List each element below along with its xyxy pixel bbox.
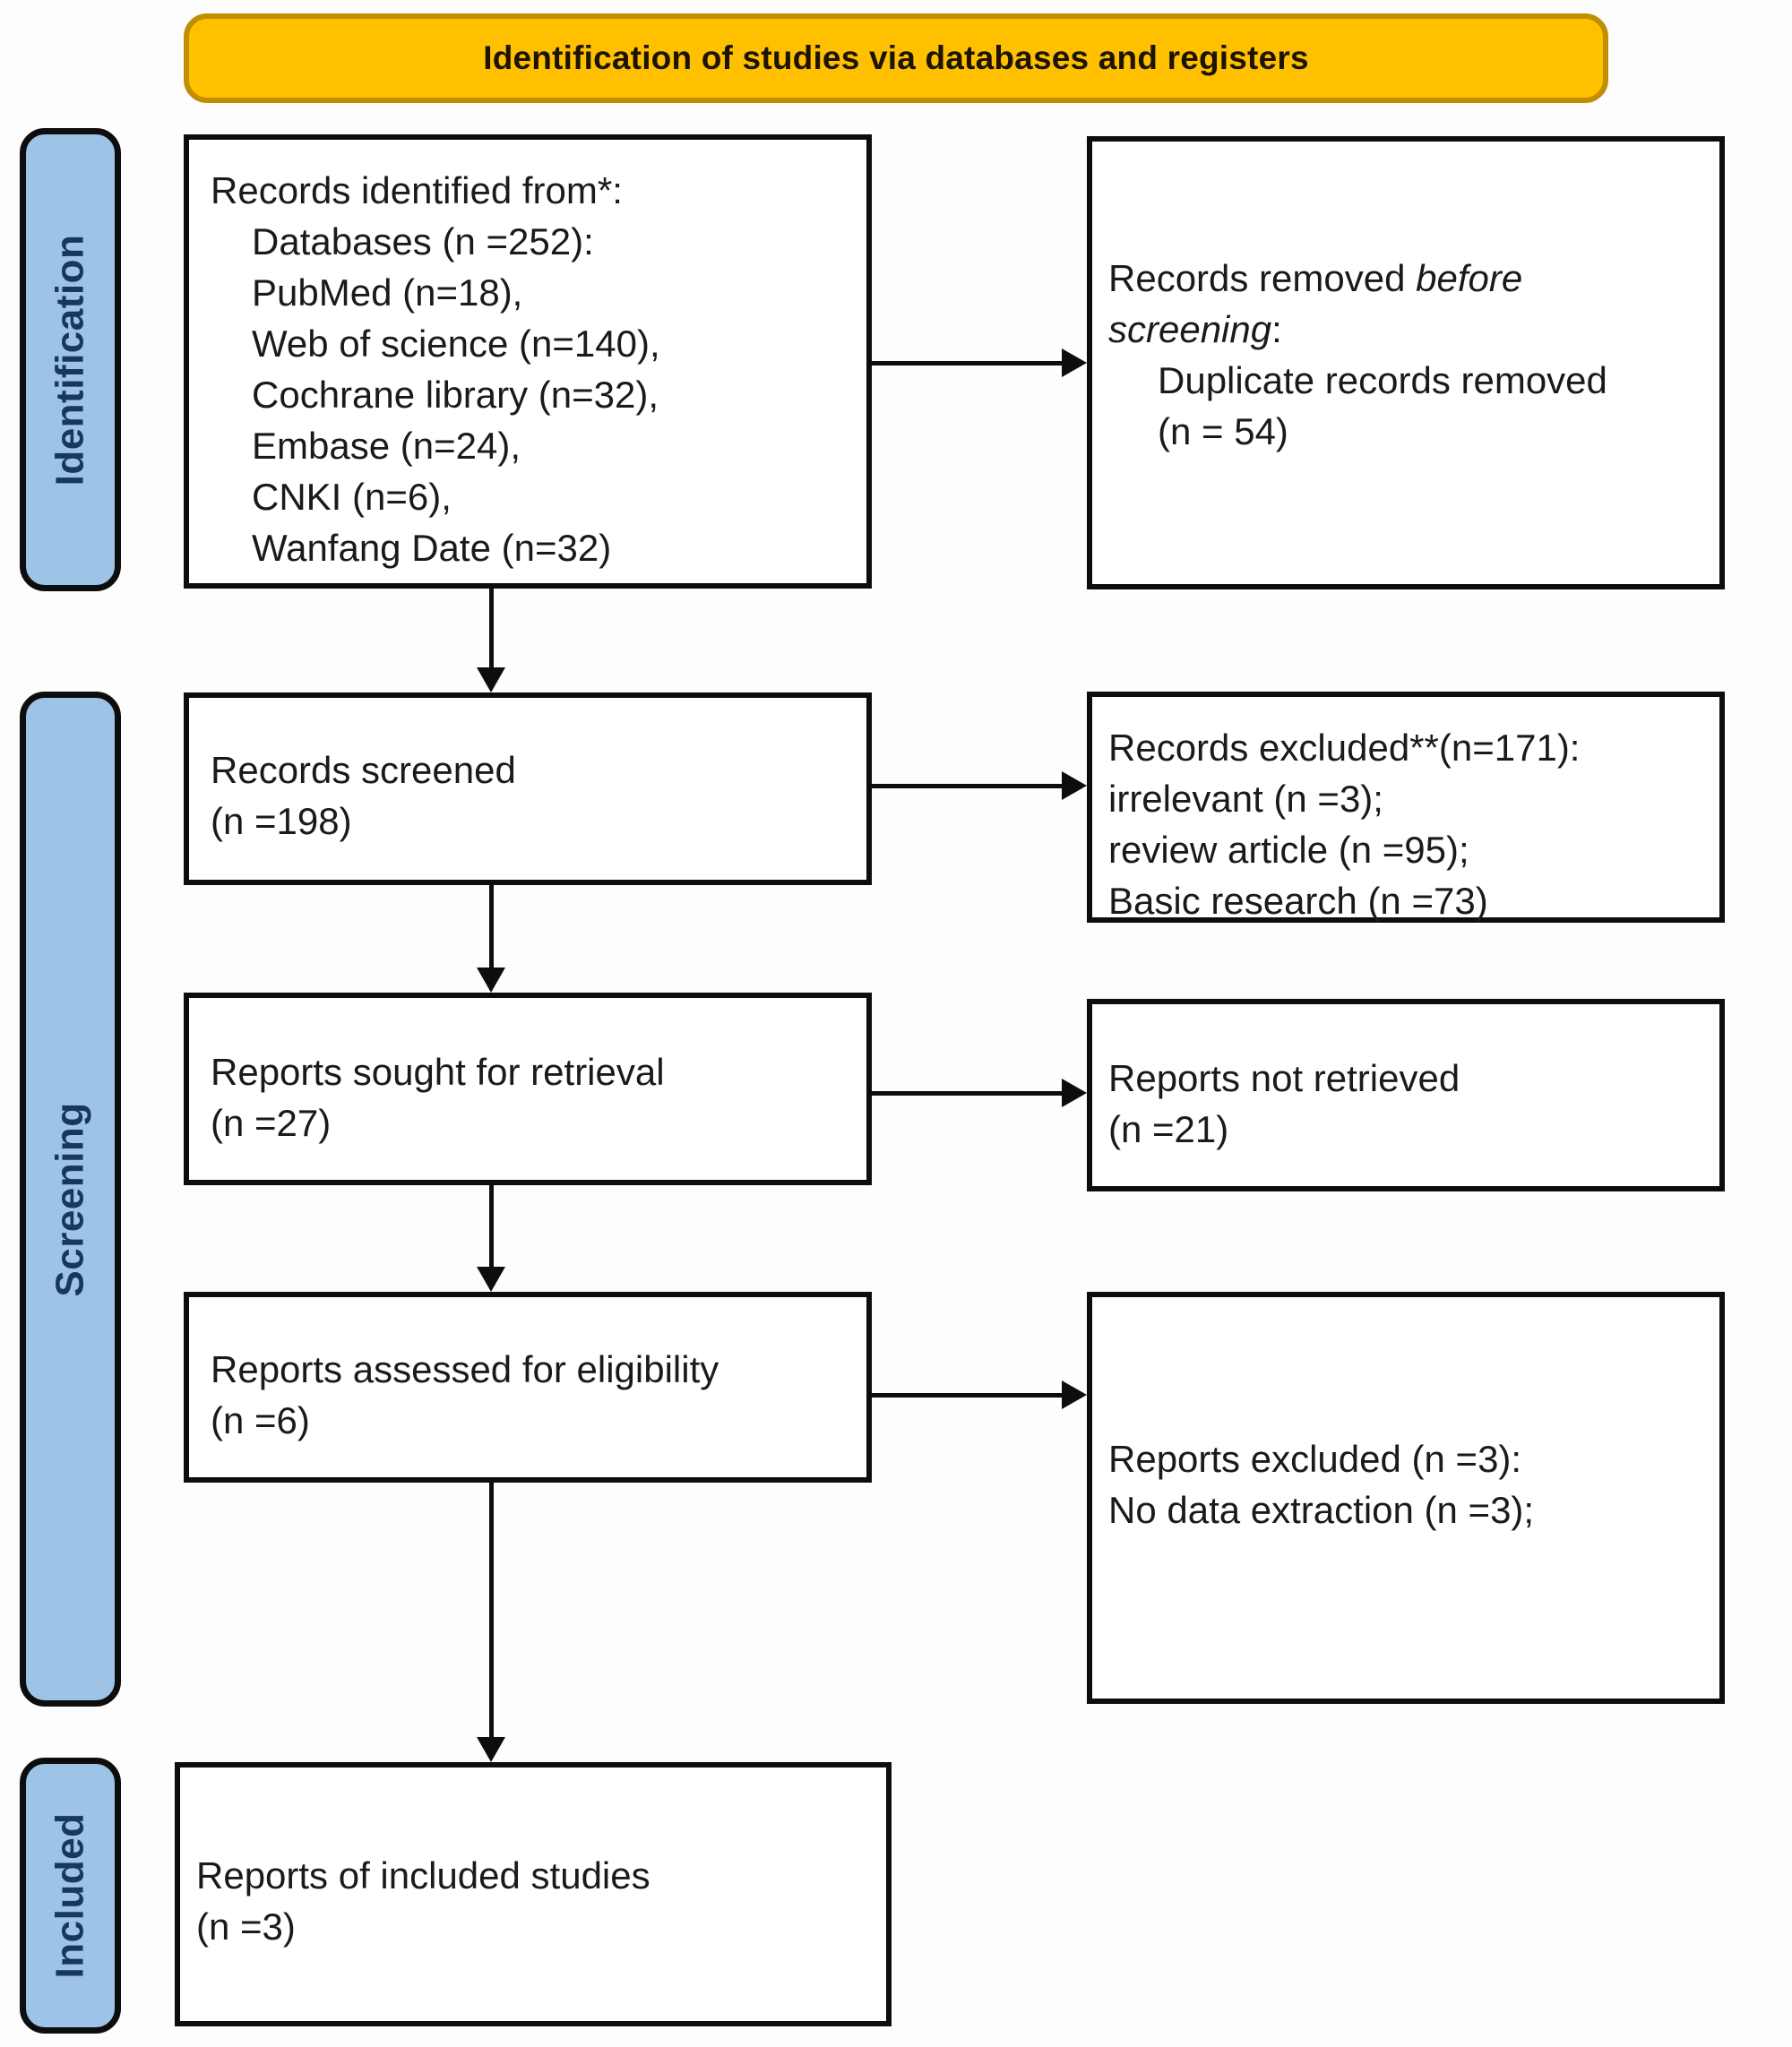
reports-not-retrieved-line: (n =21) xyxy=(1108,1108,1229,1150)
records-identified-line: Embase (n=24), xyxy=(252,425,521,467)
records-excluded-line: review article (n =95); xyxy=(1108,829,1469,871)
records-identified-line: CNKI (n=6), xyxy=(252,476,452,518)
records-removed-text: Records removed xyxy=(1108,257,1417,299)
arrow-assessed-to-reportsexcluded-line xyxy=(872,1393,1064,1398)
reports-sought-line: Reports sought for retrieval xyxy=(211,1051,665,1093)
reports-not-retrieved-line: Reports not retrieved xyxy=(1108,1057,1460,1099)
box-records-identified: Records identified from*: Databases (n =… xyxy=(184,134,872,589)
records-identified-line: PubMed (n=18), xyxy=(252,271,523,314)
arrow-screened-to-excluded-head xyxy=(1062,771,1087,800)
records-screened-line: (n =198) xyxy=(211,800,352,842)
arrow-assessed-to-reportsexcluded-head xyxy=(1062,1380,1087,1409)
stage-label-identification: Identification xyxy=(20,128,121,591)
records-excluded-line: irrelevant (n =3); xyxy=(1108,778,1383,820)
reports-excluded-line: Reports excluded (n =3): xyxy=(1108,1438,1522,1480)
records-removed-line: screening: xyxy=(1108,304,1710,355)
reports-excluded-line: No data extraction (n =3); xyxy=(1108,1489,1535,1531)
records-excluded-line: Basic research (n =73) xyxy=(1108,880,1488,922)
arrow-assessed-to-included-line xyxy=(489,1483,494,1739)
arrow-screened-to-sought-head xyxy=(477,968,505,993)
stage-label-identification-text: Identification xyxy=(47,234,92,486)
box-reports-excluded: Reports excluded (n =3): No data extract… xyxy=(1087,1292,1725,1704)
box-records-excluded: Records excluded**(n=171): irrelevant (n… xyxy=(1087,692,1725,923)
records-identified-line: Records identified from*: xyxy=(211,169,623,211)
included-studies-line: Reports of included studies xyxy=(196,1854,650,1896)
arrow-assessed-to-included-head xyxy=(477,1737,505,1762)
box-reports-not-retrieved: Reports not retrieved (n =21) xyxy=(1087,999,1725,1191)
box-reports-assessed: Reports assessed for eligibility (n =6) xyxy=(184,1292,872,1483)
records-removed-italic: before xyxy=(1416,257,1523,299)
diagram-title: Identification of studies via databases … xyxy=(483,39,1309,76)
arrow-identified-to-removed-line xyxy=(872,361,1064,366)
records-screened-line: Records screened xyxy=(211,749,516,791)
records-removed-text: : xyxy=(1271,308,1282,350)
arrow-identified-to-screened-head xyxy=(477,667,505,692)
records-removed-line: Duplicate records removed xyxy=(1158,359,1607,401)
records-removed-italic: screening xyxy=(1108,308,1272,350)
arrow-sought-to-notretrieved-line xyxy=(872,1091,1064,1096)
records-identified-line: Wanfang Date (n=32) xyxy=(252,527,612,569)
stage-label-included-text: Included xyxy=(47,1812,92,1979)
records-identified-line: Cochrane library (n=32), xyxy=(252,374,659,416)
records-identified-line: Web of science (n=140), xyxy=(252,323,660,365)
arrow-identified-to-removed-head xyxy=(1062,348,1087,377)
reports-assessed-line: Reports assessed for eligibility xyxy=(211,1348,719,1390)
box-records-removed: Records removed before screening: Duplic… xyxy=(1087,136,1725,589)
stage-label-included: Included xyxy=(20,1758,121,2034)
records-removed-line: (n = 54) xyxy=(1158,410,1288,452)
stage-label-screening: Screening xyxy=(20,692,121,1707)
arrow-sought-to-assessed-head xyxy=(477,1267,505,1292)
arrow-sought-to-assessed-line xyxy=(489,1185,494,1269)
arrow-identified-to-screened-line xyxy=(489,589,494,669)
arrow-screened-to-sought-line xyxy=(489,885,494,969)
box-records-screened: Records screened (n =198) xyxy=(184,692,872,885)
reports-assessed-line: (n =6) xyxy=(211,1399,310,1441)
records-identified-line: Databases (n =252): xyxy=(252,220,594,262)
stage-label-screening-text: Screening xyxy=(47,1101,92,1297)
title-banner: Identification of studies via databases … xyxy=(184,13,1608,103)
records-excluded-line: Records excluded**(n=171): xyxy=(1108,727,1581,769)
arrow-sought-to-notretrieved-head xyxy=(1062,1079,1087,1107)
box-included-studies: Reports of included studies (n =3) xyxy=(175,1762,892,2026)
box-reports-sought: Reports sought for retrieval (n =27) xyxy=(184,993,872,1185)
reports-sought-line: (n =27) xyxy=(211,1102,332,1144)
arrow-screened-to-excluded-line xyxy=(872,784,1064,788)
included-studies-line: (n =3) xyxy=(196,1905,296,1948)
records-removed-line: Records removed before xyxy=(1108,253,1710,304)
